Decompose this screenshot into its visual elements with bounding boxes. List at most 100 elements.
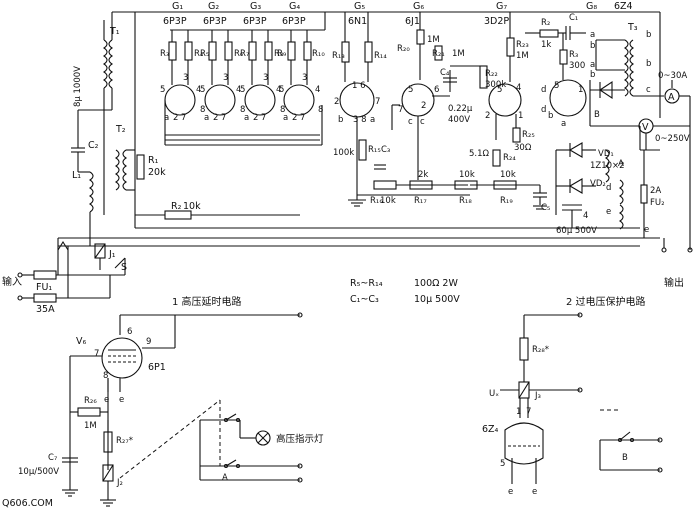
r26-label: R₂₆ bbox=[84, 396, 97, 406]
lbl-b3: b bbox=[646, 30, 651, 40]
s-label: S bbox=[121, 262, 127, 273]
r15-value: 100k bbox=[333, 148, 354, 158]
pin-d: d bbox=[541, 85, 546, 95]
pin-7: 7 bbox=[375, 97, 380, 107]
lbl-B: B bbox=[594, 110, 600, 120]
resistor-r17 bbox=[409, 180, 433, 190]
resistor-r10 bbox=[303, 41, 312, 61]
lbl-B-sw: B bbox=[622, 453, 628, 463]
r28-label: R₂₈* bbox=[532, 345, 549, 355]
pin-1: 1 bbox=[578, 85, 583, 95]
u-label: Uₓ bbox=[489, 389, 499, 399]
g1-label: G₁ bbox=[172, 1, 183, 12]
g5-label: G₅ bbox=[354, 1, 365, 12]
resistor-r24 bbox=[492, 149, 501, 167]
r1-label: R₁ bbox=[148, 155, 159, 166]
g6-label: G₆ bbox=[413, 1, 424, 12]
resistor-r28 bbox=[519, 337, 529, 361]
r18-label: R₁₈ bbox=[459, 196, 472, 206]
resistor-r22 bbox=[479, 65, 488, 89]
r7-label: R₇ bbox=[240, 49, 250, 59]
pin-e: e bbox=[119, 395, 124, 405]
lbl-A: A bbox=[618, 159, 624, 169]
r24-value: 5.1Ω bbox=[469, 149, 490, 159]
g7-label: G₇ bbox=[496, 1, 507, 12]
pin-a: a bbox=[561, 119, 566, 129]
fu2-rating: 2A bbox=[650, 186, 661, 196]
pin-a: a bbox=[244, 113, 249, 123]
pin-b: b bbox=[338, 115, 343, 125]
pin-2: 2 bbox=[173, 113, 178, 123]
fu2-label: FU₂ bbox=[650, 198, 665, 208]
j2-label: J₂ bbox=[116, 478, 123, 488]
tube-v6 bbox=[101, 337, 143, 379]
c7-value: 10μ/500V bbox=[18, 467, 59, 477]
pin-8: 8 bbox=[280, 105, 285, 115]
tube-6p3p-2: 6P3P bbox=[203, 16, 227, 27]
j1-label: J₁ bbox=[108, 249, 116, 260]
lbl-c: c bbox=[646, 85, 651, 95]
pin-3: 3 bbox=[183, 73, 188, 83]
lbl-b4: b bbox=[646, 59, 651, 69]
tube-6p3p-1: 6P3P bbox=[163, 16, 187, 27]
g8-label: G₈ bbox=[586, 1, 597, 12]
g4-label: G₄ bbox=[289, 1, 300, 12]
r19-label: R₁₉ bbox=[500, 196, 513, 206]
r17-value: 2k bbox=[418, 170, 428, 180]
resistor-r1 bbox=[136, 154, 145, 180]
r10-label: R₁₀ bbox=[312, 49, 325, 59]
fu1-label: FU₁ bbox=[36, 282, 52, 293]
r13-label: R₁₃ bbox=[332, 51, 345, 61]
pin-5: 5 bbox=[497, 85, 502, 95]
c7-label: C₇ bbox=[48, 453, 58, 463]
pin-6: 6 bbox=[434, 85, 439, 95]
pin-7: 7 bbox=[300, 113, 305, 123]
pin-4: 4 bbox=[196, 85, 201, 95]
fuse-35a bbox=[33, 293, 57, 303]
lbl-a1: a bbox=[590, 30, 595, 40]
hv-indicator-lamp bbox=[255, 430, 271, 446]
pin-4: 4 bbox=[276, 85, 281, 95]
r2-value: 10k bbox=[183, 201, 201, 212]
t2-label: T₂ bbox=[115, 124, 126, 135]
diode-vd1 bbox=[568, 142, 583, 158]
r18-value: 10k bbox=[459, 170, 475, 180]
r25-value: 30Ω bbox=[514, 143, 532, 153]
inductor-l1 bbox=[89, 171, 94, 213]
pin-8: 8 bbox=[200, 105, 205, 115]
transformer-fil bbox=[619, 179, 624, 205]
pin-2: 2 bbox=[334, 97, 339, 107]
fuse-fu1 bbox=[33, 270, 57, 280]
lbl-b1: b bbox=[590, 41, 595, 51]
note-c: C₁~C₃ bbox=[350, 294, 379, 305]
pin-a: a bbox=[283, 113, 288, 123]
c2-label: C₂ bbox=[88, 140, 99, 151]
r22-value: 300k bbox=[485, 80, 506, 90]
vd2-label: VD₂ bbox=[590, 179, 606, 189]
tube-6p3p-4: 6P3P bbox=[282, 16, 306, 27]
resistor-r6 bbox=[224, 41, 233, 61]
note-c-value: 10μ 500V bbox=[414, 294, 460, 305]
r22-label: R₂₂ bbox=[485, 69, 498, 79]
r20-value: 1M bbox=[427, 35, 440, 45]
pin-3-8: 3 8 bbox=[353, 115, 367, 125]
r23-value: 1M bbox=[516, 51, 529, 61]
r24-label: R₂₄ bbox=[503, 153, 516, 163]
c4-value: 0.22μ bbox=[448, 104, 473, 114]
tube-6j1: 6J1 bbox=[405, 16, 420, 27]
resistor-r9 bbox=[287, 41, 296, 61]
inductor-a bbox=[605, 149, 610, 183]
resistor-r16 bbox=[373, 180, 397, 190]
vd1-value: 1Z10×2 bbox=[590, 161, 625, 171]
tube-6z-protect bbox=[504, 422, 544, 465]
r5-label: R₅ bbox=[200, 49, 209, 59]
r27-label: R₂₇* bbox=[116, 436, 133, 446]
pin-7: 7 bbox=[398, 105, 403, 115]
lbl-a2: a bbox=[590, 60, 595, 70]
ammeter-label: A bbox=[668, 92, 675, 103]
ammeter-range: 0~30A bbox=[658, 71, 687, 81]
pin-7: 7 bbox=[181, 113, 186, 123]
pin-1: 1 bbox=[516, 407, 521, 417]
pin-5: 5 bbox=[200, 85, 205, 95]
resistor-r19 bbox=[493, 180, 517, 190]
